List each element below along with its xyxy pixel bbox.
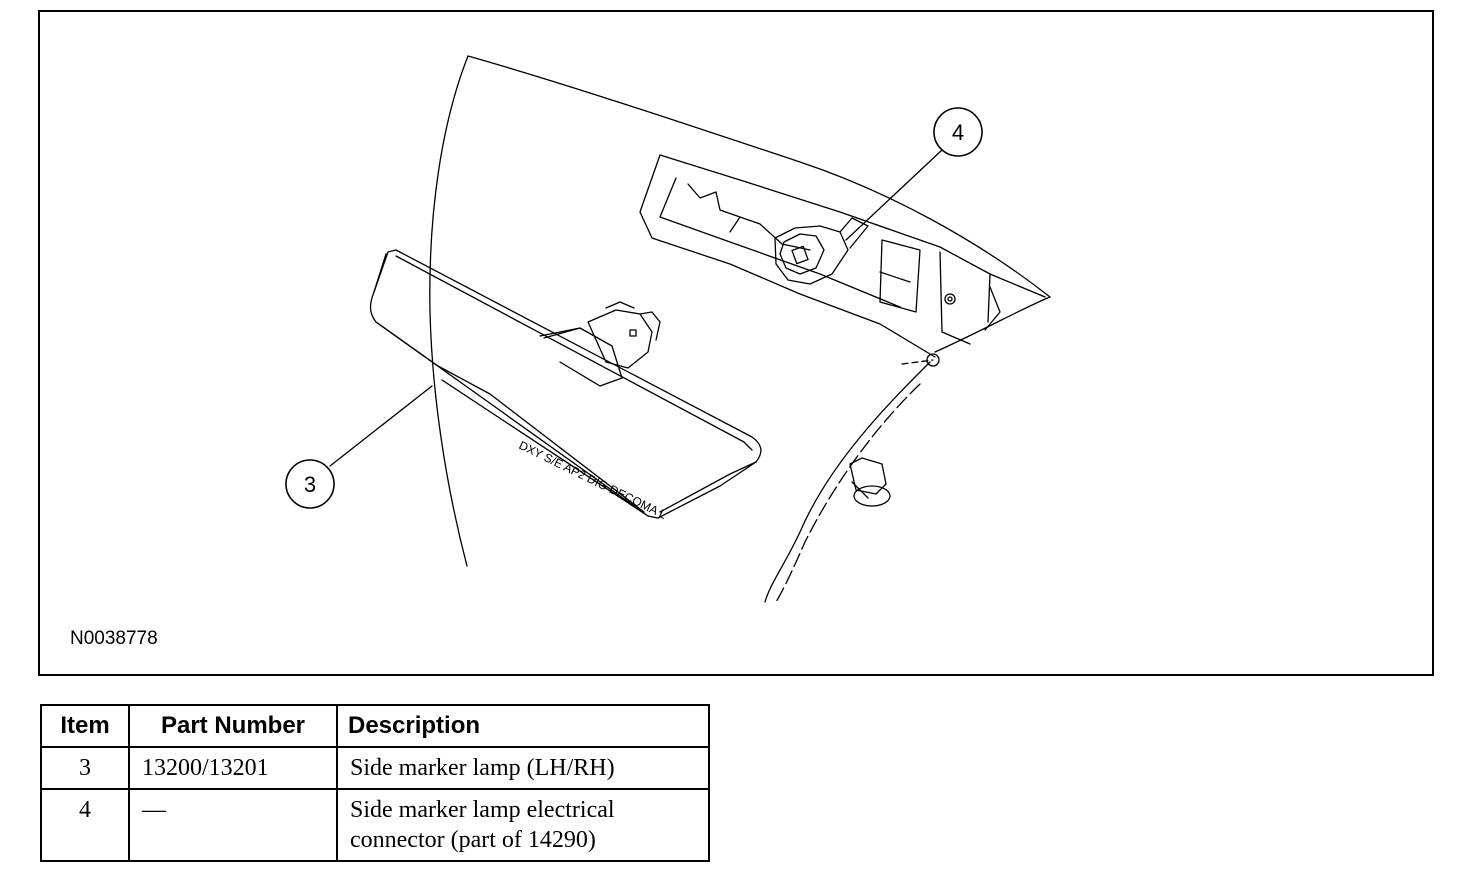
lamp-socket-key <box>605 301 635 309</box>
callout-4-number: 4 <box>952 120 964 145</box>
lamp-lens-outline <box>369 249 762 519</box>
figure-id: N0038778 <box>70 628 158 649</box>
recess-wall-2 <box>987 273 991 323</box>
push-pin-body <box>849 457 887 495</box>
figure-frame: DXY S/E AP2 DIG DECOMA L 3 4 N0038778 <box>38 10 1434 676</box>
vehicle-connector-body <box>774 225 849 285</box>
recess-inner-2 <box>687 183 741 233</box>
lamp-socket-body <box>587 309 653 369</box>
lamp-socket-wire <box>543 327 581 339</box>
recess-hole <box>944 293 956 305</box>
lamp-socket-tab <box>629 329 637 337</box>
vehicle-connector-wire <box>839 217 869 249</box>
fender-left-edge <box>429 55 469 567</box>
lamp-lens-edge <box>373 253 387 293</box>
callout-3: 3 <box>285 459 335 509</box>
recess-bracket-2 <box>879 271 911 283</box>
cell-part-number: — <box>128 788 338 862</box>
cell-description-line-2: connector (part of 14290) <box>350 827 596 853</box>
vehicle-connector-face <box>779 233 825 275</box>
push-pin-shaft <box>851 481 869 499</box>
cell-item: 3 <box>40 746 130 790</box>
bumper-crease-3 <box>775 383 921 603</box>
cell-description: Side marker lamp (LH/RH) <box>336 746 710 790</box>
recess-rib <box>984 286 1001 331</box>
bumper-crease <box>764 361 931 603</box>
table-row: 3 13200/13201 Side marker lamp (LH/RH) <box>40 746 710 790</box>
parts-table: Item Part Number Description 3 13200/132… <box>40 704 710 862</box>
lamp-socket-plug <box>639 311 661 341</box>
crease-node <box>926 353 940 367</box>
vehicle-connector-pin <box>791 245 809 265</box>
lamp-rim <box>441 379 649 517</box>
header-description: Description <box>336 704 710 748</box>
recess-bracket <box>879 239 921 313</box>
lamp-socket-base <box>539 327 623 387</box>
lamp-marking-text: DXY S/E AP2 DIG DECOMA L <box>517 438 669 522</box>
callout-4: 4 <box>933 107 983 157</box>
cell-description: Side marker lamp electrical connector (p… <box>336 788 710 862</box>
lamp-rim-2 <box>659 461 757 513</box>
recess-outline <box>639 154 936 358</box>
recess-inner-1 <box>659 177 901 308</box>
recess-hole-inner <box>947 296 953 302</box>
cell-item: 4 <box>40 788 130 862</box>
header-item: Item <box>40 704 130 748</box>
leader-line-4 <box>845 149 943 241</box>
fender-top-edge <box>467 55 1051 298</box>
recess-top <box>659 154 1046 298</box>
bumper-crease-2 <box>934 296 1051 353</box>
push-pin-head <box>853 485 891 507</box>
cell-description-line-1: Side marker lamp electrical <box>350 797 615 823</box>
leader-line-3 <box>329 385 433 467</box>
recess-inner-3 <box>739 216 811 251</box>
cell-part-number: 13200/13201 <box>128 746 338 790</box>
table-row: 4 — Side marker lamp electrical connecto… <box>40 788 710 862</box>
callout-3-number: 3 <box>304 472 316 497</box>
crease-line-b <box>901 359 934 365</box>
lamp-lens-inner <box>395 255 753 451</box>
side-marker-lamp-illustration: DXY S/E AP2 DIG DECOMA L 3 4 <box>285 55 1051 603</box>
table-header-row: Item Part Number Description <box>40 704 710 748</box>
lamp-lens-bottom <box>375 321 645 513</box>
header-part-number: Part Number <box>128 704 338 748</box>
